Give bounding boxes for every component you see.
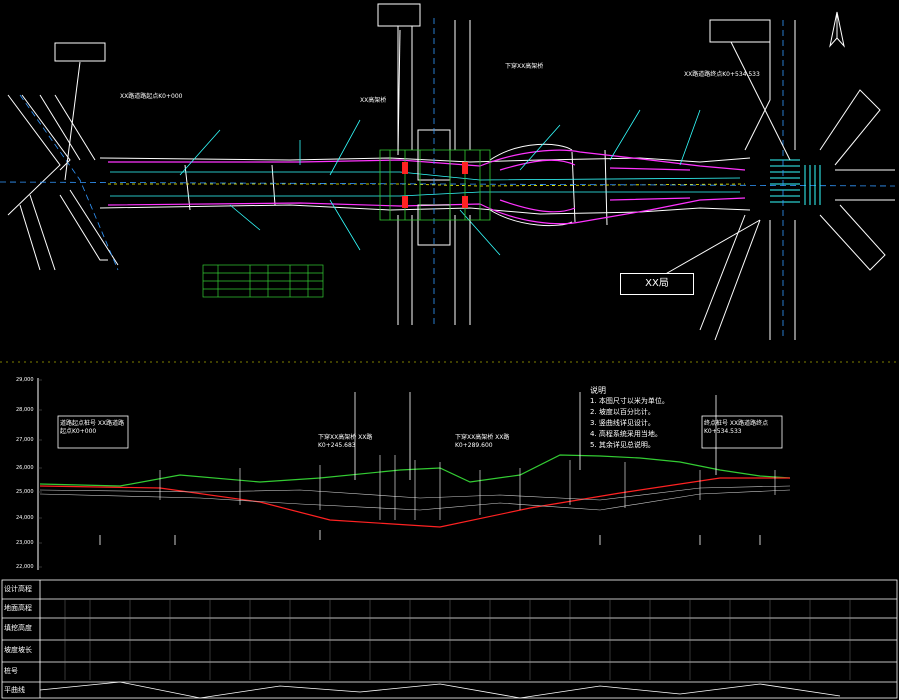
note-line: 3. 竖曲线详见设计。 bbox=[590, 419, 655, 427]
yellow-center-line bbox=[108, 183, 746, 187]
table-row-header: 桩号 bbox=[4, 667, 18, 675]
ground-line bbox=[39, 454, 791, 487]
green-area bbox=[379, 149, 491, 221]
plan-end-station: XX路道路终点K0+534.533 bbox=[684, 71, 760, 78]
road-centerline bbox=[0, 181, 896, 187]
note-line: 2. 坡度以百分比计。 bbox=[590, 408, 655, 416]
design-line bbox=[39, 477, 790, 528]
axis-tick: 28,000 bbox=[16, 407, 34, 413]
profile-grid-rows bbox=[38, 379, 42, 568]
profile-view bbox=[37, 378, 791, 570]
notes-title: 说明 bbox=[590, 386, 606, 395]
table-row-header: 平曲线 bbox=[4, 686, 25, 694]
axis-tick: 25,000 bbox=[16, 489, 34, 495]
table-row-header: 设计高程 bbox=[4, 585, 32, 593]
profile-notes: 说明 1. 本图尺寸以米为单位。 2. 坡度以百分比计。 3. 竖曲线详见设计。… bbox=[590, 385, 669, 451]
note-line: 5. 其余详见总说明。 bbox=[590, 441, 655, 449]
table-row-header: 坡度坡长 bbox=[4, 646, 32, 654]
road-edge-lines bbox=[107, 149, 746, 225]
existing-line-2 bbox=[39, 489, 791, 511]
callout-box-left bbox=[54, 42, 106, 62]
note-line: 4. 高程系统采用当地。 bbox=[590, 430, 662, 438]
intersection-crossing bbox=[770, 159, 821, 205]
axis-tick: 24,000 bbox=[16, 515, 34, 521]
plan-bridge-label-1: 下穿XX高架桥 bbox=[505, 63, 544, 70]
north-arrow-icon bbox=[826, 10, 848, 50]
plan-start-station: XX路道路起点K0+000 bbox=[120, 93, 183, 100]
callout-box-top bbox=[377, 3, 421, 27]
plan-view bbox=[0, 3, 896, 341]
start-callout-box bbox=[57, 415, 129, 449]
right-intersection bbox=[699, 20, 895, 341]
axis-tick: 23,000 bbox=[16, 540, 34, 546]
profile-piers bbox=[159, 455, 776, 520]
profile-markers bbox=[99, 392, 761, 545]
xx-bureau-label: XX局 bbox=[645, 278, 669, 289]
axis-tick: 26,000 bbox=[16, 465, 34, 471]
axis-tick: 27,000 bbox=[16, 437, 34, 443]
plan-bridge-label-2: XX高架桥 bbox=[360, 97, 387, 104]
left-intersection bbox=[7, 94, 119, 271]
data-table bbox=[1, 579, 898, 699]
callout-box-right bbox=[709, 19, 771, 43]
left-cross-axis bbox=[19, 94, 119, 271]
table-row-header: 地面高程 bbox=[4, 604, 32, 612]
axis-tick: 22,000 bbox=[16, 564, 34, 570]
lane-lines bbox=[110, 109, 741, 256]
plan-legend-table bbox=[202, 264, 324, 298]
xx-bureau-callout: XX局 bbox=[620, 273, 694, 295]
profile-end-label: 终点桩号 XX路道路终点K0+534.533 bbox=[704, 420, 769, 435]
end-callout-box bbox=[701, 415, 783, 449]
profile-start-label: 道路起点桩号 XX路道路起点K0+000 bbox=[60, 420, 125, 435]
table-row-header: 填挖高度 bbox=[4, 624, 32, 632]
profile-bridge-callout-2: 下穿XX高架桥 XX路K0+289.600 bbox=[455, 434, 510, 449]
callout-leaders bbox=[64, 29, 791, 281]
profile-bridge-callout-1: 下穿XX高架桥 XX路K0+245.683 bbox=[318, 434, 373, 449]
existing-line-1 bbox=[39, 485, 791, 501]
pier-marks bbox=[402, 162, 468, 208]
table-tick-columns bbox=[64, 600, 851, 680]
axis-tick: 29,000 bbox=[16, 377, 34, 383]
note-line: 1. 本图尺寸以米为单位。 bbox=[590, 397, 669, 405]
main-road bbox=[99, 143, 751, 227]
